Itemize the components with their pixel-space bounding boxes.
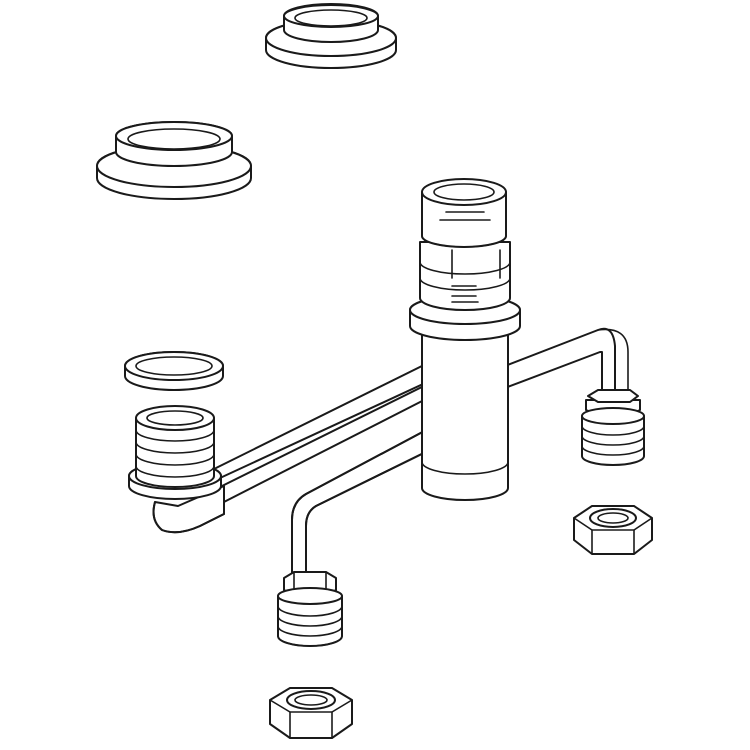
- hot-inlet-threaded-connector: [128, 405, 222, 500]
- valve-body-spout-shank: [409, 178, 521, 501]
- flange-ring-left: [96, 121, 252, 200]
- left-supply-pipe: [152, 361, 439, 534]
- hex-nut-right: [573, 505, 653, 555]
- washer: [124, 351, 224, 391]
- flange-ring-top: [265, 3, 397, 69]
- cold-inlet-threaded-connector: [277, 571, 343, 647]
- hex-nut-bottom: [269, 687, 353, 739]
- rear-supply-pipe: [504, 327, 629, 393]
- rear-threaded-connector: [581, 389, 645, 466]
